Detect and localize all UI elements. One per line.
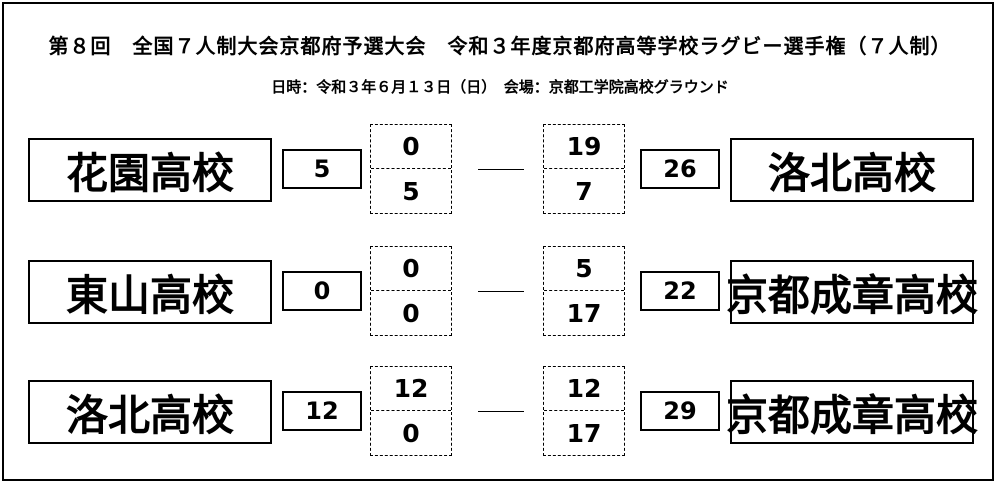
left-second-half-score: 0 xyxy=(402,418,420,448)
versus-dash xyxy=(478,411,524,412)
versus-dash xyxy=(478,291,524,292)
right-second-half-score: 17 xyxy=(566,298,602,328)
right-total-score: 26 xyxy=(640,149,720,189)
right-first-half-score: 5 xyxy=(544,247,624,291)
left-half-scores: 12 0 xyxy=(370,366,452,456)
right-team-name: 京都成章高校 xyxy=(726,260,978,324)
left-first-half-score: 0 xyxy=(371,247,451,291)
right-first-half-score: 12 xyxy=(544,367,624,411)
left-half-scores: 0 0 xyxy=(370,246,452,336)
right-half-scores: 19 7 xyxy=(543,124,625,214)
left-half-scores: 0 5 xyxy=(370,124,452,214)
left-team-name: 洛北高校 xyxy=(28,380,272,444)
document-title: 第８回 全国７人制大会京都府予選大会 令和３年度京都府高等学校ラグビー選手権（７… xyxy=(48,34,952,58)
document-frame xyxy=(2,2,994,481)
versus-dash xyxy=(478,169,524,170)
event-details: 日時：令和３年６月１３日（日） 会場：京都工学院高校グラウンド xyxy=(271,78,729,96)
left-first-half-score: 0 xyxy=(371,125,451,169)
left-second-half-score: 5 xyxy=(402,176,420,206)
match-row-1: 花園高校 5 0 5 19 7 26 洛北高校 xyxy=(0,124,1000,220)
left-team-name: 花園高校 xyxy=(28,138,272,202)
left-total-score: 5 xyxy=(282,149,362,189)
left-team-name: 東山高校 xyxy=(28,260,272,324)
left-total-score: 12 xyxy=(282,391,362,431)
match-row-3: 洛北高校 12 12 0 12 17 29 京都成章高校 xyxy=(0,366,1000,462)
left-total-score: 0 xyxy=(282,271,362,311)
left-first-half-score: 12 xyxy=(371,367,451,411)
right-first-half-score: 19 xyxy=(544,125,624,169)
right-total-score: 22 xyxy=(640,271,720,311)
right-half-scores: 5 17 xyxy=(543,246,625,336)
match-row-2: 東山高校 0 0 0 5 17 22 京都成章高校 xyxy=(0,246,1000,342)
right-half-scores: 12 17 xyxy=(543,366,625,456)
right-team-name: 洛北高校 xyxy=(730,138,974,202)
left-second-half-score: 0 xyxy=(402,298,420,328)
right-second-half-score: 7 xyxy=(575,176,593,206)
right-team-name: 京都成章高校 xyxy=(726,380,978,444)
right-second-half-score: 17 xyxy=(566,418,602,448)
right-total-score: 29 xyxy=(640,391,720,431)
